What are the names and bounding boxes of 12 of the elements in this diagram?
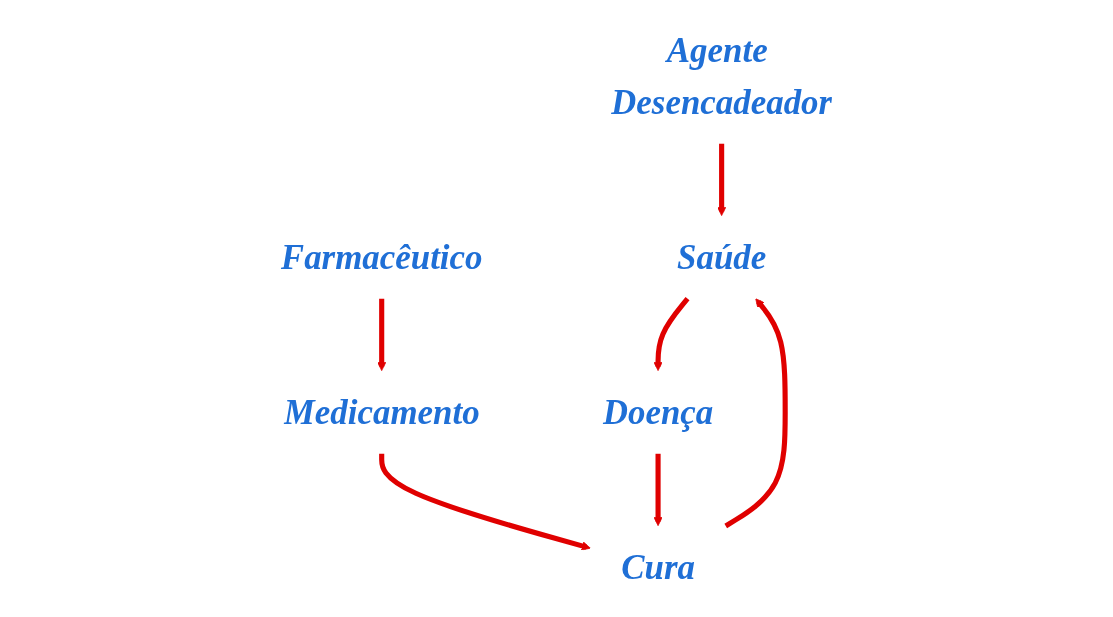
node-text: Cura [621,548,695,587]
arrow [377,298,387,371]
arrow [653,297,690,371]
node-text: Doença [602,393,714,432]
arrow [724,298,788,529]
node-text: Agente Desencadeador [611,30,833,122]
node-text: Farmacêutico [280,238,483,277]
node-text: Saúde [677,238,767,277]
arrow [717,143,727,216]
arrow [379,453,591,551]
arrow [653,453,663,527]
node-text: Medicamento [283,393,480,432]
